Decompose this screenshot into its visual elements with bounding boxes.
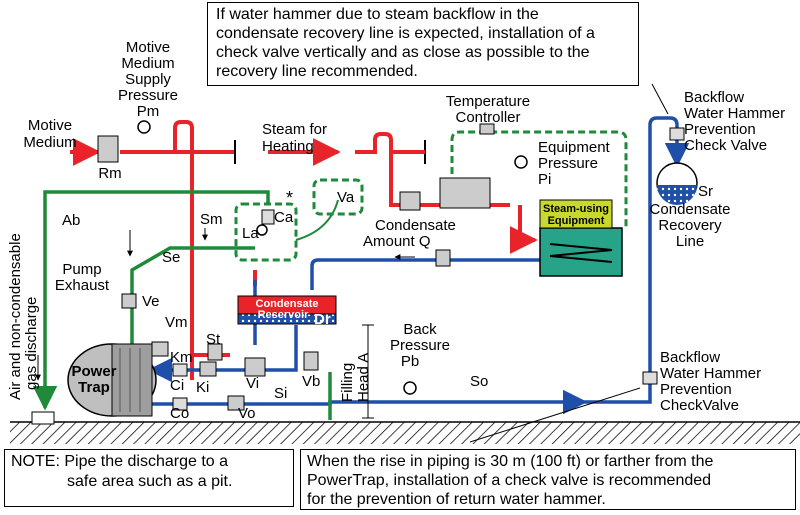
exhaust-piping bbox=[32, 190, 332, 420]
note-rise-in-piping: When the rise in piping is 30 m (100 ft)… bbox=[300, 449, 796, 510]
label-km: Km bbox=[170, 349, 193, 366]
label-dr: Dr bbox=[314, 311, 331, 328]
pressure-gauges bbox=[137, 120, 528, 395]
label-asterisk: * bbox=[286, 188, 293, 208]
valves bbox=[97, 123, 495, 411]
label-sm: Sm bbox=[200, 211, 223, 228]
label-so: So bbox=[470, 373, 488, 390]
label-vi: Vi bbox=[246, 375, 259, 392]
note-left-line: NOTE: Pipe the discharge to a bbox=[11, 453, 228, 470]
label-ab: Ab bbox=[62, 212, 80, 229]
label-ca: Ca bbox=[274, 209, 294, 226]
note-top-line: condensate recovery line is expected, in… bbox=[216, 25, 595, 42]
steam-using-equipment-label-line: Equipment bbox=[548, 215, 605, 227]
note-right-line: PowerTrap, installation of a check valve… bbox=[307, 472, 712, 489]
va-connector bbox=[295, 199, 339, 241]
label-sr: Sr bbox=[698, 183, 713, 200]
dashed-groups bbox=[234, 130, 628, 262]
note-right-line: for the prevention of return water hamme… bbox=[307, 491, 606, 508]
recovery-tank bbox=[656, 162, 698, 205]
note-top-line: recovery line recommended. bbox=[216, 63, 418, 80]
label-se: Se bbox=[162, 249, 180, 266]
check-valves bbox=[172, 127, 685, 411]
label-rm: Rm bbox=[98, 165, 121, 182]
label-filling-head: FillingHead A bbox=[339, 353, 372, 402]
annotation-lines bbox=[35, 83, 669, 443]
label-vb: Vb bbox=[302, 373, 320, 390]
label-ci: Ci bbox=[170, 377, 184, 394]
label-va: Va bbox=[337, 189, 355, 206]
label-si: Si bbox=[274, 385, 287, 402]
label-air-gas: Air and non-condensablegas discharge bbox=[7, 233, 40, 400]
note-top-line: If water hammer due to steam backflow in… bbox=[216, 6, 539, 23]
condensate-reservoir bbox=[237, 295, 337, 325]
label-vm: Vm bbox=[165, 314, 188, 331]
label-st: St bbox=[206, 331, 221, 348]
label-la: La bbox=[242, 225, 259, 242]
note-top-line: check valve vertically and as close as p… bbox=[216, 44, 590, 61]
note-left-line: safe area such as a pit. bbox=[67, 473, 233, 490]
ground bbox=[10, 411, 800, 444]
label-vo: Vo bbox=[238, 405, 256, 422]
label-ki: Ki bbox=[196, 379, 209, 396]
note-right-line: When the rise in piping is 30 m (100 ft)… bbox=[307, 453, 714, 470]
note-pipe-discharge: NOTE: Pipe the discharge to a safe area … bbox=[4, 449, 294, 507]
label-co: Co bbox=[170, 405, 189, 422]
power-trap-unit bbox=[67, 343, 157, 417]
label-ve: Ve bbox=[142, 293, 160, 310]
steam-using-equipment-label-line: Steam-using bbox=[543, 203, 609, 215]
note-check-valve-backflow: If water hammer due to steam backflow in… bbox=[207, 2, 639, 86]
steam-piping bbox=[70, 120, 538, 380]
